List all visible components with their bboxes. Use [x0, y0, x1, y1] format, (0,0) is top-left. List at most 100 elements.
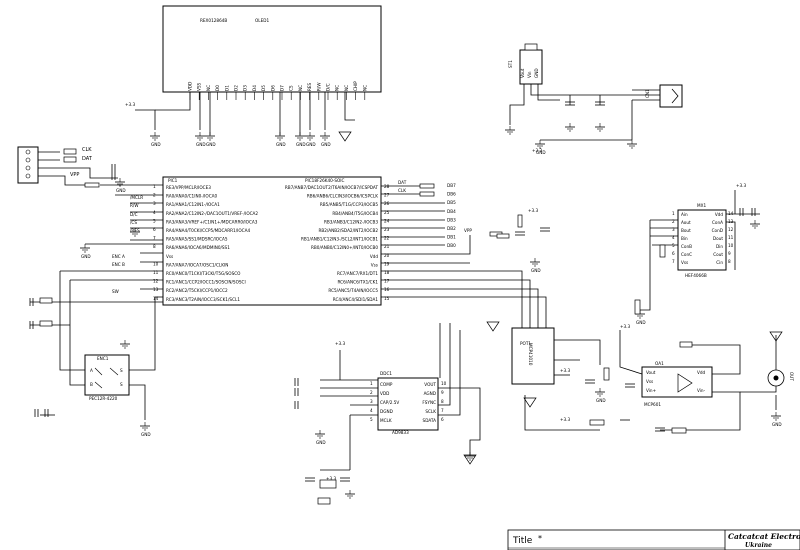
dds-left-pin-num: 4	[370, 408, 373, 413]
net-v33-opamp: +3.3	[560, 417, 571, 422]
oled-pin-label: D0	[215, 85, 220, 91]
opamp-pin-vdd: Vdd	[697, 370, 706, 375]
mcu-right-pin-num: 19	[384, 261, 390, 266]
resistor	[319, 479, 337, 489]
oled-part: REX012864B	[200, 18, 227, 23]
mcu-right-pin-label: RB1/ANB1/C12IN3-/SCL2/INT1/IOCB1	[301, 237, 378, 242]
mux-right-pin-label: ConA	[712, 220, 723, 225]
regulator: ST1 Vout Vin GND	[508, 43, 543, 85]
mux-right-pin-label: Cin	[716, 260, 723, 265]
gnd-triangle	[769, 331, 783, 342]
mcu-right-pin-num: 26	[384, 201, 390, 206]
usb-body	[659, 84, 683, 108]
net-sw: SW	[112, 289, 119, 294]
net-clk-mcu: CLK	[398, 188, 406, 193]
digipot: POT1 MCP41010	[511, 327, 555, 385]
net-v33-oled: +3.3	[125, 102, 136, 107]
mcu-right-pin-label: RB5/ANB5/T1G/CCP3/IOCB5	[320, 202, 378, 207]
dds-right-pin-label: SDATA	[423, 418, 437, 423]
net-mclr: /MCLR	[130, 195, 143, 200]
mcu-left-pin-num: 1	[153, 184, 156, 189]
net-v33-mcu: +3.3	[528, 208, 539, 213]
opamp-part: MCP601	[644, 402, 661, 407]
mux-right-pin-num: 9	[728, 251, 731, 256]
net-v33-reg: +3.3	[532, 148, 543, 153]
mcu-left-pin-label: RA1/ANA1/C12IN1-/IOCA1	[166, 202, 220, 207]
mcu-left-pin-label: RA7/ANA7/IOCA7/OSC1/CLKIN	[166, 262, 228, 267]
prog-clk: CLK	[82, 147, 92, 153]
oled-pin-label: RES	[307, 82, 312, 91]
mcu-left-pin-num: 13	[153, 287, 159, 292]
mcu-ref: PIC1	[168, 178, 178, 183]
net-dc: D/C	[130, 212, 138, 217]
title-block-frame	[507, 529, 800, 550]
gnd-label: GND	[321, 142, 331, 147]
dds-right-pin-num: 9	[441, 390, 444, 395]
mcu-left-pin-label: RA0/ANA0/C1IN0-/IOCA0	[166, 194, 217, 199]
mux-part: HEF4066B	[685, 273, 707, 278]
gnd-triangle	[523, 397, 537, 408]
prog-header: CLK DAT VPP	[17, 146, 93, 184]
pot-ref: POT1	[520, 341, 531, 346]
company-country: Ukraine	[745, 542, 772, 549]
bnc-center	[773, 375, 779, 381]
oled-pin-label: VDD	[188, 82, 193, 91]
mcu-left-pin-num: 3	[153, 201, 156, 206]
net-rw: R/W	[130, 203, 138, 208]
oled-pin-label: D2	[234, 85, 239, 91]
dds-body	[377, 377, 439, 431]
mux-right-pin-num: 12	[728, 227, 734, 232]
mcu-left-pin-num: 14	[153, 296, 159, 301]
dds-right-pin-num: 10	[441, 381, 447, 386]
mux-left-pin-label: Bin	[681, 236, 688, 241]
net-enc-b: ENC B	[112, 262, 125, 267]
mcu-right-pin-num: 25	[384, 210, 390, 215]
mcu-part: PIC18F26K40-SOIC	[305, 178, 345, 183]
dds-left-pin-label: CAP/2.5V	[380, 400, 399, 405]
mcu-right-pin-label: RB3/ANB3/C12IN2-/IOCB3	[324, 219, 378, 224]
oled-pin-label: NC	[344, 85, 349, 91]
bnc-label: OUT	[789, 372, 794, 381]
oled-ref: OLED1	[255, 18, 269, 23]
mcu-left-pin-num: 7	[153, 236, 156, 241]
mcu-left-pin-num: 6	[153, 227, 156, 232]
net-enc-a: ENC A	[112, 254, 125, 259]
dds-left-pin-label: VDD	[380, 391, 389, 396]
mux-ref: MX1	[697, 203, 706, 208]
mcu-left-pin-label: RE3/VPP/MCLR/IOCE3	[166, 185, 211, 190]
bnc-connector: OUT	[767, 369, 794, 387]
header-pin	[25, 157, 31, 163]
gnd-label: GND	[531, 268, 541, 273]
header-pin	[25, 173, 31, 179]
net-db-label: DB5	[447, 200, 456, 205]
svg-text:S: S	[120, 368, 123, 373]
dds-left-pin-num: 3	[370, 399, 373, 404]
mcu-right-pin-num: 18	[384, 270, 390, 275]
opamp-pin-vinm: Vin-	[697, 388, 706, 393]
mux-body	[677, 209, 727, 271]
usb-ref: CN1	[645, 89, 650, 98]
svg-text:S: S	[120, 382, 123, 387]
mux-left-pin-label: ConB	[681, 244, 692, 249]
dds-right-pin-num: 7	[441, 408, 444, 413]
gnd-label: GND	[316, 440, 326, 445]
encoder-body	[84, 354, 130, 396]
net-v33-mux: +3.3	[736, 183, 747, 188]
mux-left-pin-num: 5	[672, 243, 675, 248]
mcu-left-pin-num: 5	[153, 218, 156, 223]
net-v33-pot: +3.3	[560, 368, 571, 373]
mux-left-pin-num: 3	[672, 227, 675, 232]
dds-ref: DDC1	[380, 371, 392, 376]
mux-right-pin-label: Dout	[713, 236, 723, 241]
net-db-label: DB3	[447, 217, 456, 222]
mcu-left-pins: RE3/VPP/MCLR/IOCE3 1RA0/ANA0/C1IN0-/IOCA0…	[153, 184, 258, 302]
mcu-left-pin-label: RC0/ANC0/T1CKI/T3CKI/T5G/SOSCO	[166, 271, 241, 276]
mux-left-pin-label: Bout	[681, 228, 691, 233]
mcu-right-pin-label: RB2/ANB2/SDA2/INT2/IOCB2	[318, 228, 378, 233]
encoder: ENC1 PEC12R-4220 A B S S	[84, 354, 130, 401]
oled-pin-label: NC	[335, 85, 340, 91]
net-v33-op2: +3.3	[620, 324, 631, 329]
mux-right-pin-num: 11	[728, 235, 734, 240]
mcu-right-pin-num: 23	[384, 227, 390, 232]
